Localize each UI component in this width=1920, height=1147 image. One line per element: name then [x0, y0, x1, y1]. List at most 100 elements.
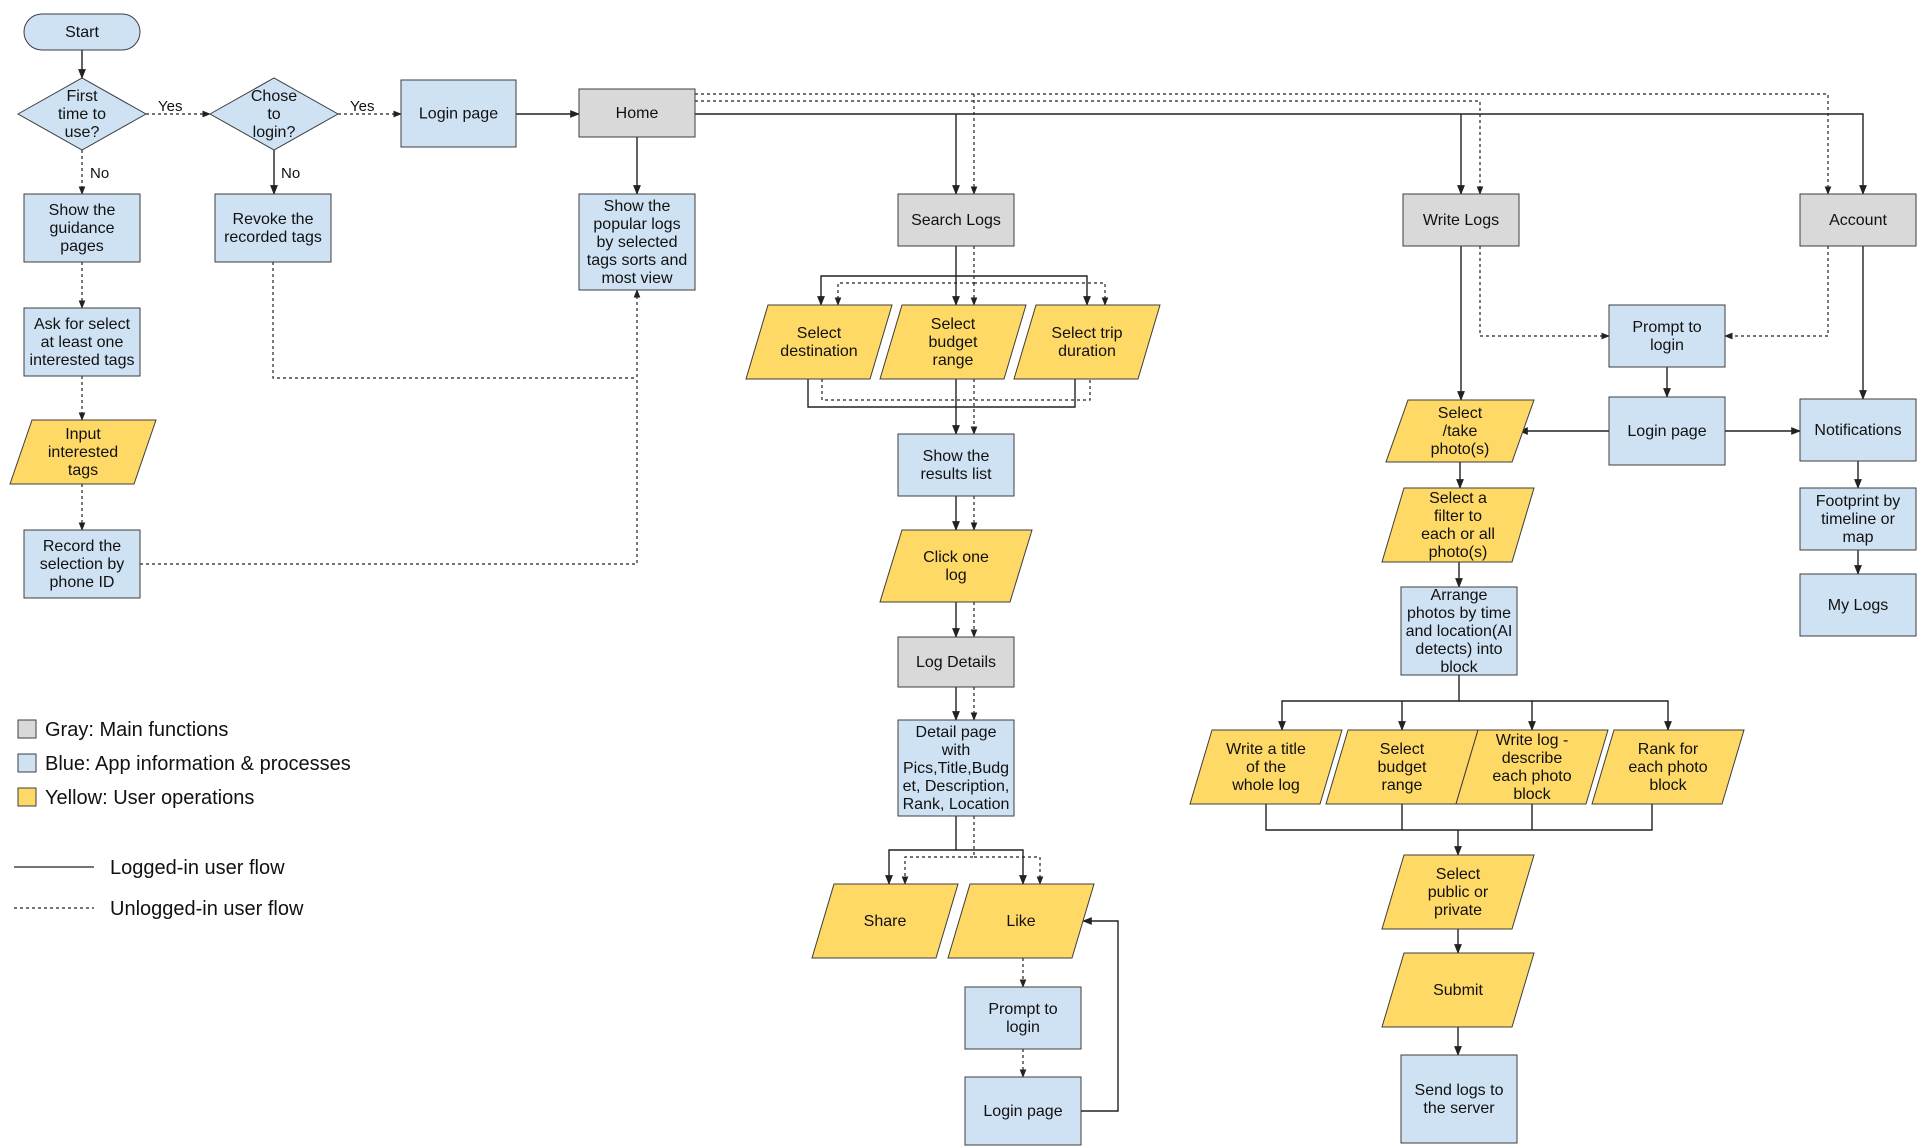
legend: Gray: Main functions Blue: App informati… — [14, 719, 351, 920]
node-like: Like — [947, 883, 1095, 959]
node-search-logs: Search Logs — [897, 193, 1015, 247]
node-login-right: Login page — [1608, 396, 1726, 466]
node-start: Start — [23, 13, 141, 51]
node-label: Start — [65, 24, 99, 41]
edge-revoke-popular — [272, 262, 637, 379]
node-shape — [208, 77, 340, 151]
node-shape — [1402, 193, 1520, 247]
node-shape — [1799, 573, 1917, 637]
node-shape — [1013, 304, 1161, 380]
legend-dashed-label: Unlogged-in user flow — [110, 898, 304, 920]
node-shape — [879, 304, 1027, 380]
edge-search-fork-d — [834, 246, 975, 306]
node-my-logs: My Logs — [1799, 573, 1917, 637]
edge-page-share-d — [901, 816, 975, 885]
node-notifications: Notifications — [1799, 398, 1917, 462]
node-shape — [897, 636, 1015, 688]
edge-labels-layer: Yes Yes No No — [90, 98, 374, 182]
edge-arrange-fork-c — [1459, 700, 1536, 731]
node-shape — [964, 986, 1082, 1050]
edge-search-join — [807, 379, 1076, 408]
node-shape — [897, 719, 1015, 817]
node-shape — [1799, 398, 1917, 462]
node-label: Home — [616, 105, 659, 122]
node-label: Share — [864, 913, 907, 930]
edge-label-yes-chose: Yes — [350, 98, 374, 115]
node-shape — [897, 433, 1015, 497]
node-label: Login page — [419, 106, 498, 123]
legend-swatch-blue — [17, 753, 37, 773]
node-label: Login page — [983, 1103, 1062, 1120]
node-shape — [1189, 729, 1343, 805]
node-label: Search Logs — [911, 212, 1001, 229]
node-write-logs: Write Logs — [1402, 193, 1520, 247]
node-shape — [1799, 193, 1917, 247]
edge-page-like-d — [974, 856, 1044, 885]
legend-swatch-gray — [17, 719, 37, 739]
node-account: Account — [1799, 193, 1917, 247]
node-shape — [947, 883, 1095, 959]
node-shape — [1455, 729, 1609, 805]
node-shape — [23, 529, 141, 599]
node-shape — [1591, 729, 1745, 805]
node-login-top: Login page — [400, 79, 517, 148]
node-shape — [400, 79, 517, 148]
edge-page-like — [956, 849, 1027, 885]
edge-home-write-dashed-a — [695, 100, 1484, 195]
node-shape — [811, 883, 959, 959]
node-submit: Submit — [1381, 952, 1535, 1028]
node-label: Log Details — [916, 654, 996, 671]
node-shape — [1608, 304, 1726, 368]
node-label: Write Logs — [1423, 212, 1499, 229]
legend-yellow-label: Yellow: User operations — [45, 787, 254, 809]
edge-search-fork — [817, 246, 957, 306]
node-shape — [1799, 487, 1917, 551]
node-shape — [879, 529, 1033, 603]
node-shape — [23, 193, 141, 263]
node-shape — [9, 419, 157, 485]
node-shape — [745, 304, 893, 380]
node-shape — [1381, 854, 1535, 930]
legend-gray-label: Gray: Main functions — [45, 719, 228, 741]
edge-label-no-chose: No — [281, 165, 300, 182]
legend-solid-label: Logged-in user flow — [110, 857, 285, 879]
legend-swatch-yellow — [17, 787, 37, 807]
node-label: Login page — [1627, 423, 1706, 440]
node-shape — [1400, 586, 1518, 676]
